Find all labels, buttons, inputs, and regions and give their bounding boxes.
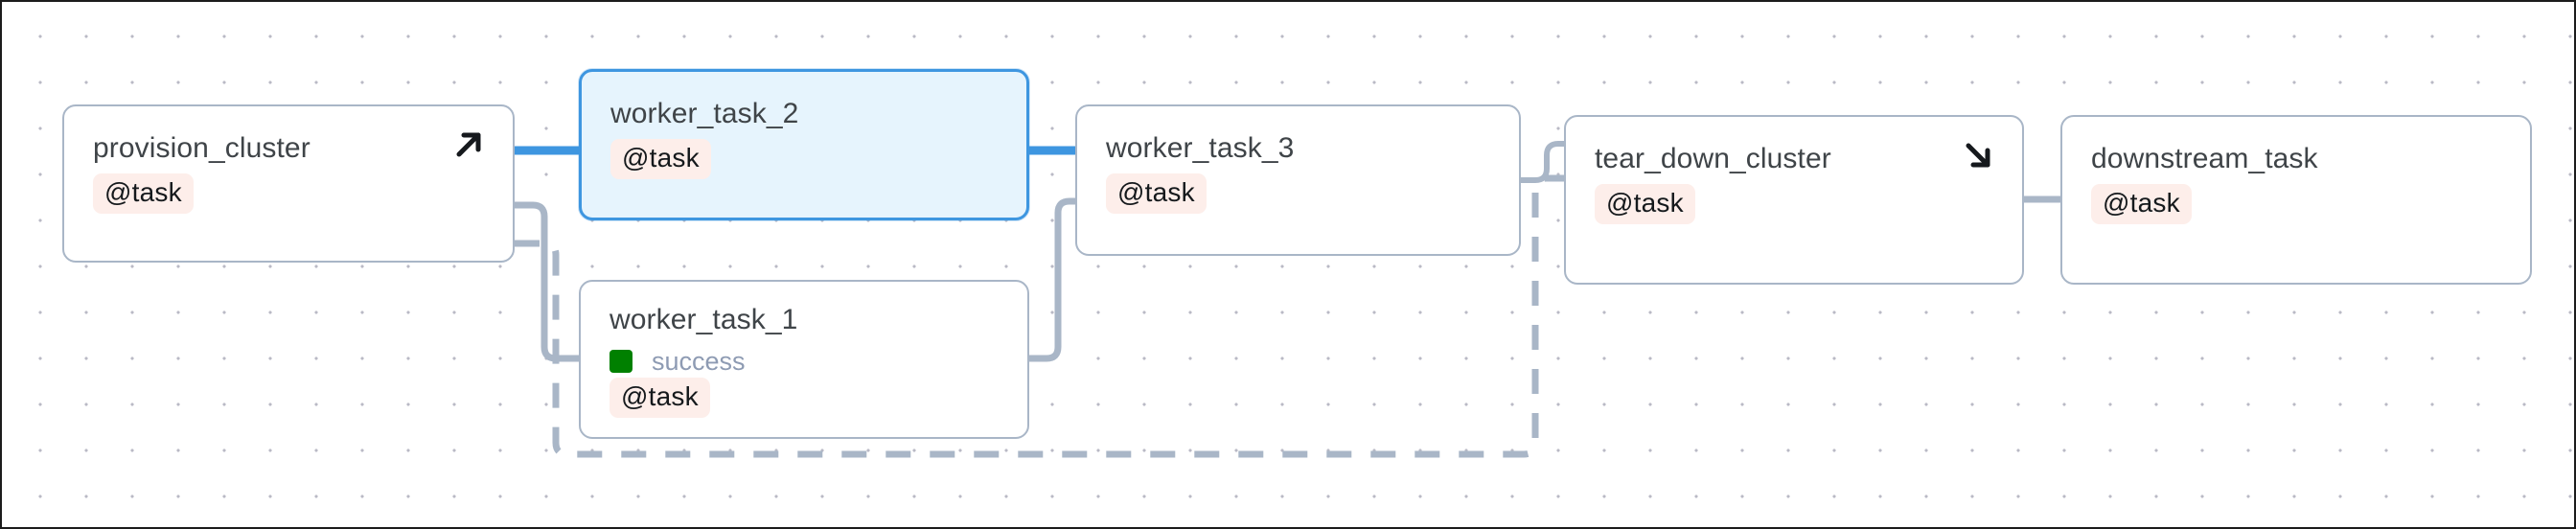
node-title: worker_task_1 — [610, 304, 798, 335]
node-provision-cluster[interactable]: provision_cluster @task — [62, 104, 515, 263]
task-badge: @task — [610, 139, 711, 179]
node-downstream-task[interactable]: downstream_task @task — [2060, 115, 2532, 285]
edge-worker-task-1-to-worker-task-3 — [1029, 197, 1075, 362]
task-badge: @task — [1106, 173, 1207, 214]
node-title: downstream_task — [2091, 143, 2318, 174]
task-badge: @task — [610, 378, 710, 418]
node-title: provision_cluster — [93, 132, 310, 164]
status-label: success — [652, 347, 746, 376]
task-badge: @task — [1595, 184, 1695, 224]
node-worker-task-2[interactable]: worker_task_2 @task — [579, 69, 1029, 220]
node-title: worker_task_2 — [610, 98, 799, 129]
node-title: worker_task_3 — [1106, 132, 1295, 164]
arrow-up-right-icon[interactable] — [448, 124, 490, 166]
node-worker-task-3[interactable]: worker_task_3 @task — [1075, 104, 1521, 256]
edge-worker-task-3-to-tear-down-cluster — [1521, 141, 1564, 183]
task-badge: @task — [93, 173, 194, 214]
node-worker-task-1[interactable]: worker_task_1 success @task — [579, 280, 1029, 439]
status-success-icon — [610, 350, 632, 373]
edge-provision-cluster-to-worker-task-1 — [515, 201, 579, 362]
status-row: success — [610, 345, 999, 378]
node-title: tear_down_cluster — [1595, 143, 1831, 174]
task-badge: @task — [2091, 184, 2192, 224]
arrow-down-right-icon[interactable] — [1957, 134, 1999, 176]
node-tear-down-cluster[interactable]: tear_down_cluster @task — [1564, 115, 2024, 285]
